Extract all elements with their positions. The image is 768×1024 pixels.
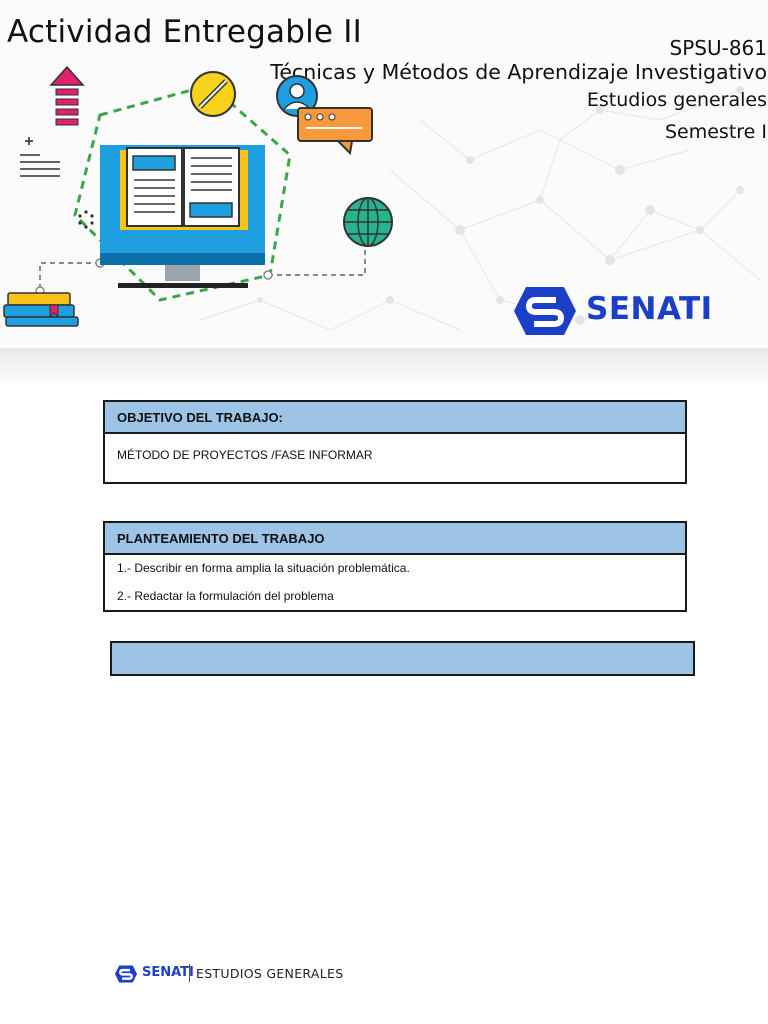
senati-logo-icon [115, 965, 137, 983]
user-icon [276, 75, 318, 117]
stacked-books-icon [3, 292, 79, 327]
document-title: Actividad Entregable II [7, 14, 362, 50]
objective-heading: OBJETIVO DEL TRABAJO: [105, 402, 685, 434]
senati-logo: SENATI [514, 285, 714, 337]
objective-box: OBJETIVO DEL TRABAJO: MÉTODO DE PROYECTO… [103, 400, 687, 484]
objective-text: MÉTODO DE PROYECTOS /FASE INFORMAR [117, 448, 373, 462]
text-lines-icon [20, 137, 60, 177]
study-area: Estudios generales [586, 89, 767, 111]
footer-separator [189, 964, 190, 982]
statement-item: 2.- Redactar la formulación del problema [117, 589, 334, 603]
statement-item: 1.- Describir en forma amplia la situaci… [117, 561, 410, 575]
footer-department: ESTUDIOS GENERALES [196, 966, 344, 981]
footer-logo: SENATI ESTUDIOS GENERALES [115, 963, 355, 985]
pencil-icon [190, 71, 236, 117]
book-icon [120, 147, 248, 230]
senati-logo-icon [514, 287, 576, 335]
header-banner: Actividad Entregable II SPSU-861 Técnica… [0, 0, 768, 355]
statement-body: 1.- Describir en forma amplia la situaci… [105, 561, 685, 603]
chat-bubble-icon [297, 107, 373, 156]
upload-arrow-icon [49, 65, 85, 126]
loading-dots-icon [78, 210, 94, 229]
statement-box: PLANTEAMIENTO DEL TRABAJO 1.- Describir … [103, 521, 687, 612]
header-shadow [0, 348, 768, 388]
empty-highlight-box [110, 641, 695, 676]
network-background-icon [199, 86, 761, 331]
senati-brand-text: SENATI [586, 291, 713, 327]
learning-illustration [3, 65, 393, 327]
course-code: SPSU-861 [669, 36, 767, 60]
globe-icon [343, 197, 393, 247]
footer-brand: SENATI [142, 965, 194, 980]
semester-label: Semestre I [664, 121, 767, 143]
statement-heading: PLANTEAMIENTO DEL TRABAJO [105, 523, 685, 555]
course-name: Técnicas y Métodos de Aprendizaje Invest… [270, 60, 767, 84]
